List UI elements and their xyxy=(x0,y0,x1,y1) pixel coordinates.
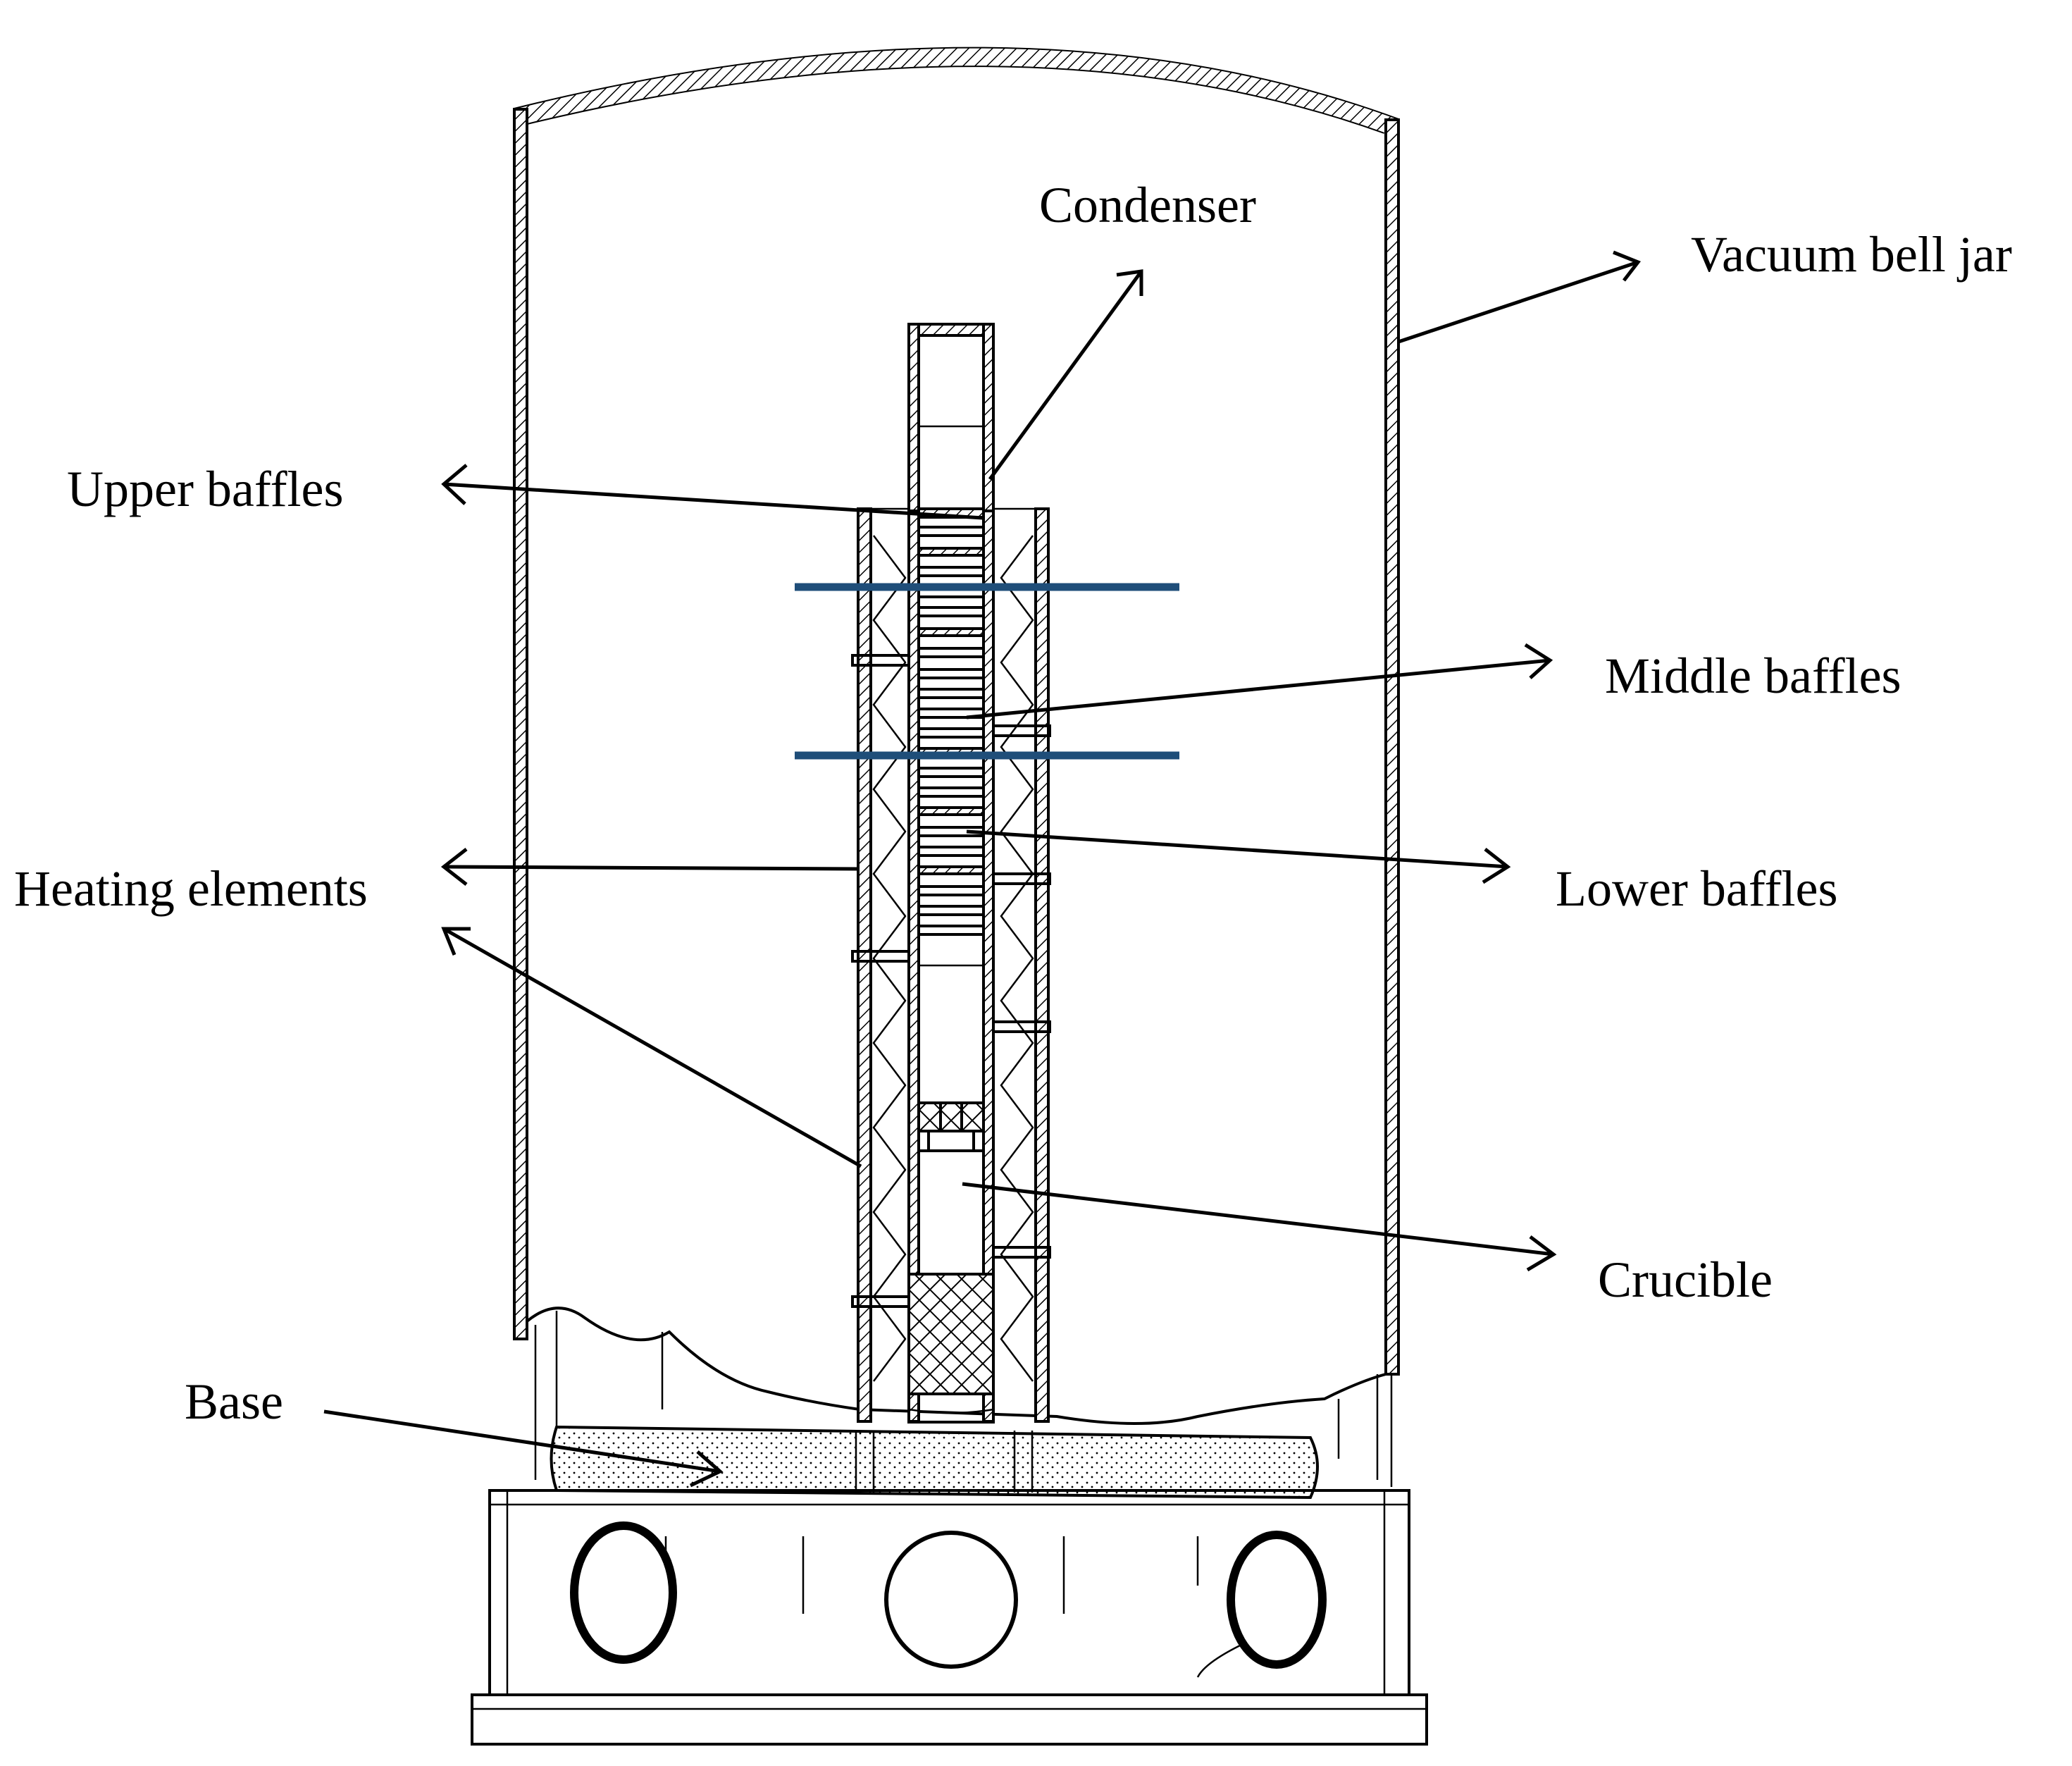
condenser-tube xyxy=(907,323,995,512)
heating-coil-right xyxy=(1000,535,1034,1382)
label-base: Base xyxy=(185,1373,283,1430)
port-left xyxy=(570,1521,677,1664)
vacuum-bell-jar xyxy=(513,47,1400,1487)
port-center xyxy=(884,1531,1018,1669)
crucible-vessel xyxy=(927,1130,975,1152)
label-middle-baffles: Middle baffles xyxy=(1605,648,1902,704)
label-crucible: Crucible xyxy=(1598,1252,1773,1308)
baffle-stack xyxy=(917,507,985,936)
distillation-column xyxy=(851,323,1051,1424)
port-right xyxy=(1227,1531,1327,1669)
label-vacuum-bell-jar: Vacuum bell jar xyxy=(1691,226,2012,283)
support-clamps xyxy=(851,654,1051,1308)
labels: Condenser Vacuum bell jar Upper baffles … xyxy=(14,177,2012,1430)
heating-coil-left xyxy=(872,535,907,1382)
baffle-zone-dividers xyxy=(795,583,1179,760)
base-plate xyxy=(471,1425,1428,1746)
label-upper-baffles: Upper baffles xyxy=(67,461,344,517)
label-heating-elements: Heating elements xyxy=(14,860,368,917)
label-condenser: Condenser xyxy=(1039,177,1256,233)
leader-arrows xyxy=(323,250,1641,1488)
label-lower-baffles: Lower baffles xyxy=(1556,860,1838,917)
